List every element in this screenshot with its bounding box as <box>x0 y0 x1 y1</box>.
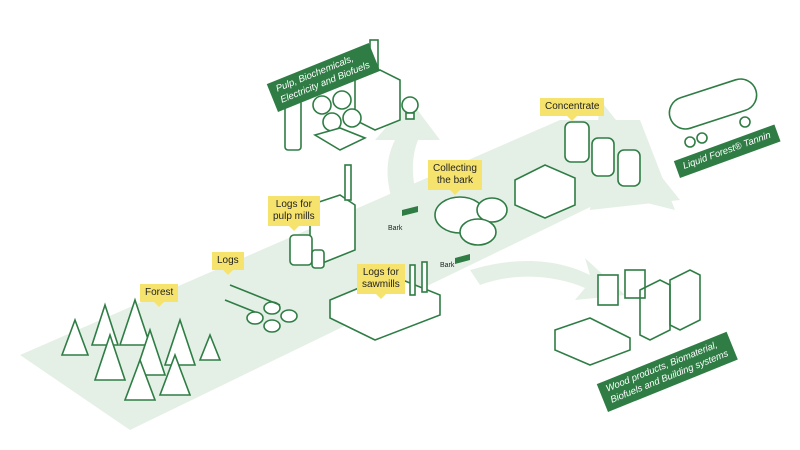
pulp-mill-icon <box>289 164 356 269</box>
label-forest: Forest <box>140 284 179 307</box>
tree-icon <box>60 297 222 401</box>
label-concentrate: Concentrate <box>540 98 605 121</box>
tank-icon <box>564 121 641 187</box>
tanker-truck-icon <box>668 78 758 148</box>
wood-branch-arrow <box>470 258 625 300</box>
label-collecting-bark: Collecting the bark <box>428 160 482 195</box>
label-bark: Bark <box>440 262 455 269</box>
building-frame-icon <box>554 269 701 366</box>
bark-pile-icon <box>434 196 508 246</box>
bark-arrow-icon <box>402 206 418 216</box>
log-pile-icon <box>224 284 298 333</box>
lightbulb-icon <box>401 96 419 120</box>
label-bark: Bark <box>388 225 403 232</box>
concentrate-boxes-icon <box>514 164 576 219</box>
label-logs-sawmills: Logs for sawmills <box>357 264 405 299</box>
label-logs: Logs <box>212 252 244 275</box>
label-logs-pulp-mills: Logs for pulp mills <box>268 196 320 231</box>
factory-icon <box>284 39 401 151</box>
bark-arrow-icon <box>455 254 470 264</box>
pulp-branch-arrow <box>375 100 440 210</box>
